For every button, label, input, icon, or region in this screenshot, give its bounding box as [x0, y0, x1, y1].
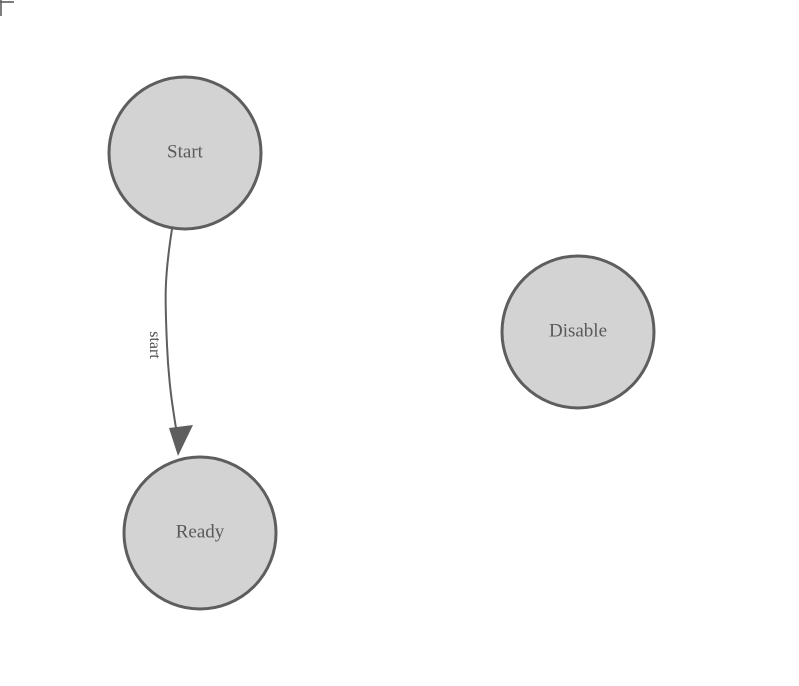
top-left-crop-mark — [0, 0, 14, 16]
state-node-start[interactable]: Start — [107, 75, 263, 231]
state-node-ready-circle — [122, 455, 278, 611]
state-node-start-circle — [107, 75, 263, 231]
state-node-disable[interactable]: Disable — [500, 254, 656, 410]
edge-start-to-ready-path — [164, 228, 179, 442]
edge-start-to-ready-label: start — [146, 331, 163, 359]
state-node-start-label: Start — [167, 141, 204, 162]
state-node-disable-circle — [500, 254, 656, 410]
edge-start-to-ready[interactable]: start — [146, 228, 193, 456]
state-node-disable-label: Disable — [549, 320, 607, 341]
state-node-ready-label: Ready — [176, 521, 225, 542]
edge-start-to-ready-arrowhead-icon — [169, 425, 193, 456]
state-node-ready[interactable]: Ready — [122, 455, 278, 611]
